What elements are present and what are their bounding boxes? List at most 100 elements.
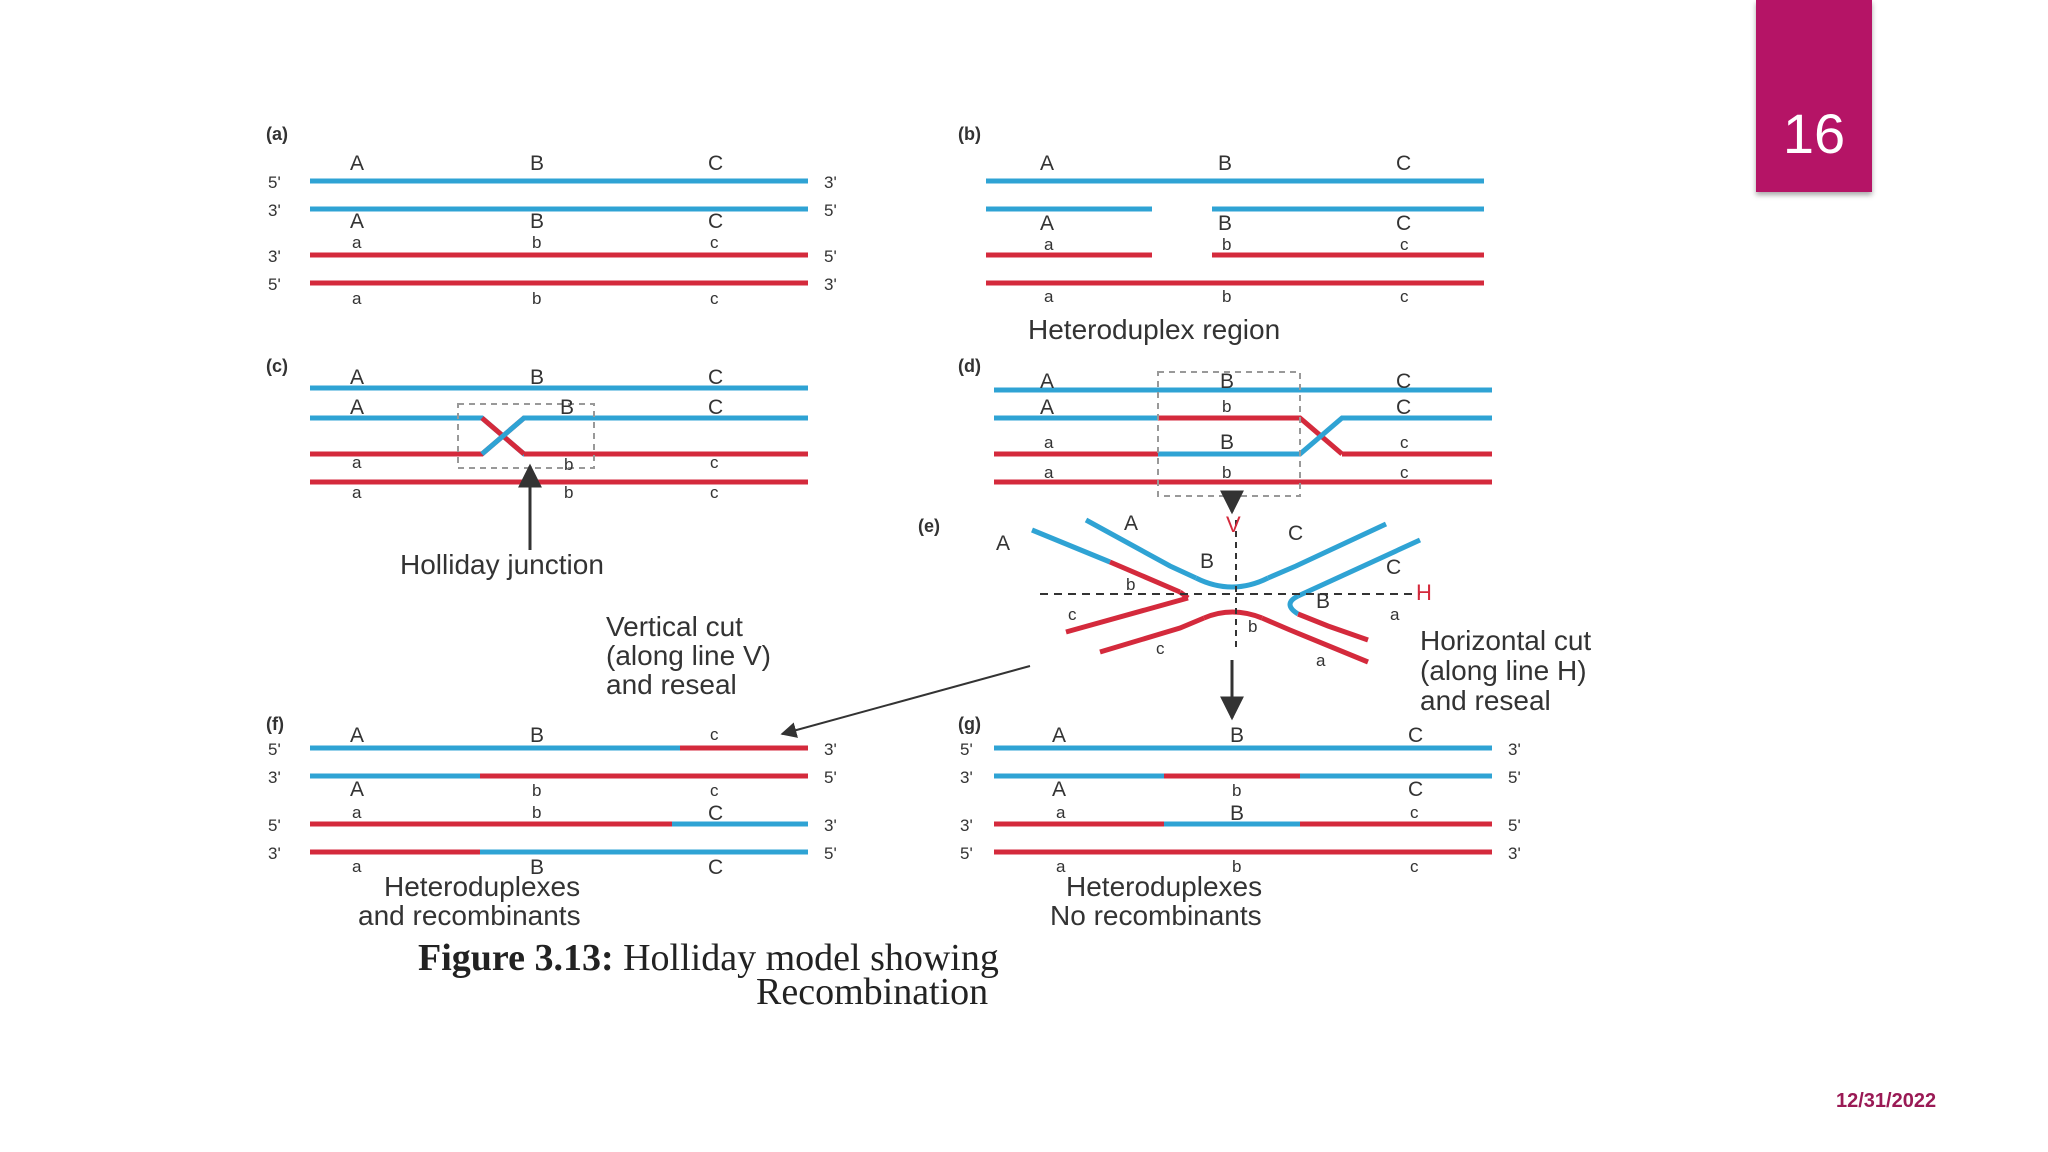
panel-f-row3-label-3: C (708, 802, 723, 825)
panel-b-top-label-3: C (1396, 152, 1411, 175)
panel-e-label-5: C (1386, 556, 1401, 579)
panel-g-row3-label-2: B (1230, 802, 1244, 825)
horizontal-cut-annotation: Horizontal cut (along line H) and reseal (1420, 625, 1591, 716)
panel-g-row3-label-1: a (1056, 803, 1066, 822)
panel-a-right-end-4: 3' (824, 275, 837, 294)
horizontal-cut-line-2: (along line H) (1420, 655, 1587, 686)
panel-f-left-end-1: 5' (268, 740, 281, 759)
panel-d-heteroduplex-box (1157, 371, 1301, 497)
panel-c-strand-2-old (310, 415, 808, 457)
panel-c: (c) A B C A B C a b c a b c Holliday jun… (266, 356, 808, 580)
panel-b-strand3-label-2: b (1222, 235, 1231, 254)
panel-g-right-end-3: 5' (1508, 816, 1521, 835)
panel-a-left-end-4: 5' (268, 275, 281, 294)
panel-g-right-end-2: 5' (1508, 768, 1521, 787)
panel-g: (g) A B C A b C a B c a b c 5' 3' 3' 5' … (958, 714, 1521, 931)
panel-a-strand3-label-2: b (532, 233, 541, 252)
panel-e-line-v-label: V (1226, 512, 1241, 537)
panel-a-strand2-label-2: B (530, 210, 544, 233)
panel-f-tag: (f) (266, 714, 284, 734)
panel-g-left-end-1: 5' (960, 740, 973, 759)
panel-g-row1-label-1: A (1052, 724, 1066, 747)
horizontal-cut-line-1: Horizontal cut (1420, 625, 1591, 656)
panel-f-row4-label-1: a (352, 857, 362, 876)
panel-b-bottom-label-1: a (1044, 287, 1054, 306)
panel-d-row1-label-3: C (1396, 370, 1411, 393)
panel-g-right-end-4: 3' (1508, 844, 1521, 863)
panel-e-arm-lr-outer-red (1297, 611, 1369, 643)
panel-d-strand-3-middle (1158, 415, 1492, 457)
panel-a-top-label-1: A (350, 152, 364, 175)
panel-g-tag: (g) (958, 714, 981, 734)
panel-c-tag: (c) (266, 356, 288, 376)
panel-f-right-end-1: 3' (824, 740, 837, 759)
panel-e-label-9: c (1156, 639, 1165, 658)
panel-c-row1-label-3: C (708, 366, 723, 389)
panel-f-row1-label-1: A (350, 724, 364, 747)
panel-f-caption-line-2: and recombinants (358, 900, 581, 931)
vertical-cut-line-3: and reseal (606, 669, 737, 700)
panel-g-caption-line-2: No recombinants (1050, 900, 1262, 931)
panel-d-row2-label-1: A (1040, 396, 1054, 419)
panel-f-row4-label-2: B (530, 856, 544, 879)
panel-a-strand3-label-3: c (710, 233, 719, 252)
panel-b-tag: (b) (958, 124, 981, 144)
panel-g-row4-label-2: b (1232, 857, 1241, 876)
slide-number-box: 16 (1756, 0, 1872, 192)
figure-caption-line-2: Recombination (756, 971, 988, 1013)
panel-e-line-h-label: H (1416, 580, 1432, 605)
panel-f-caption-line-1: Heteroduplexes (384, 871, 580, 902)
panel-e-label-12: a (1316, 651, 1326, 670)
panel-b-strand3-label-3: c (1400, 235, 1409, 254)
panel-d: (d) A B C A b C a B c a b c (958, 356, 1492, 515)
slide-number: 16 (1782, 102, 1846, 165)
panel-c-row4-label-3: c (710, 483, 719, 502)
panel-f-right-end-4: 5' (824, 844, 837, 863)
panel-f-row2-label-1: A (350, 778, 364, 801)
panel-a-left-end-3: 3' (268, 247, 281, 266)
figure-caption-label: Figure 3.13: (418, 937, 614, 979)
panel-d-row3-label-3: c (1400, 433, 1409, 452)
panel-a-bottom-label-2: b (532, 289, 541, 308)
panel-a: (a) A B C A B C a b c a b c 5' 3' 3' 5' … (266, 124, 837, 308)
panel-g-caption-line-1: Heteroduplexes (1066, 871, 1262, 902)
panel-d-row3-label-2: B (1220, 431, 1234, 454)
panel-f-left-end-2: 3' (268, 768, 281, 787)
panel-d-strand-2-middle (1158, 415, 1344, 456)
panel-f-left-end-3: 5' (268, 816, 281, 835)
panel-e-arm-ur-outer (1296, 537, 1422, 599)
panel-b-top-label-1: A (1040, 152, 1054, 175)
panel-g-right-end-1: 3' (1508, 740, 1521, 759)
panel-e-right-pinch (1287, 593, 1300, 617)
panel-a-top-label-3: C (708, 152, 723, 175)
vertical-cut-arrow (780, 665, 1031, 738)
figure-caption-line-1: Figure 3.13: Holliday model showing (418, 937, 999, 979)
panel-a-tag: (a) (266, 124, 288, 144)
panel-d-row1-label-2: B (1220, 370, 1234, 393)
panel-d-row4-label-1: a (1044, 463, 1054, 482)
panel-e-arm-lr-inner (1261, 615, 1369, 665)
panel-d-row3-label-1: a (1044, 433, 1054, 452)
panel-b-strand2-label-2: B (1218, 212, 1232, 235)
heteroduplex-region-caption: Heteroduplex region (1028, 314, 1280, 345)
panel-e-arm-ul-outer-red (1109, 559, 1181, 595)
panel-g-row3-label-3: c (1410, 803, 1419, 822)
panel-f-row3-label-1: a (352, 803, 362, 822)
panel-f-right-end-2: 5' (824, 768, 837, 787)
panel-e-label-8: c (1068, 605, 1077, 624)
panel-g-row1-label-3: C (1408, 724, 1423, 747)
panel-c-row3-label-2: b (564, 455, 573, 474)
panel-a-left-end-1: 5' (268, 173, 281, 192)
panel-c-row1-label-1: A (350, 366, 364, 389)
panel-g-left-end-3: 3' (960, 816, 973, 835)
panel-b-strand2-label-3: C (1396, 212, 1411, 235)
panel-f-row1-label-2: B (530, 724, 544, 747)
panel-e-label-4: C (1288, 522, 1303, 545)
panel-g-row4-label-3: c (1410, 857, 1419, 876)
panel-e-arm-ul-inner (1084, 517, 1198, 581)
panel-c-row2-label-1: A (350, 396, 364, 419)
panel-a-right-end-1: 3' (824, 173, 837, 192)
panel-g-row4-label-1: a (1056, 857, 1066, 876)
panel-a-strand3-label-1: a (352, 233, 362, 252)
